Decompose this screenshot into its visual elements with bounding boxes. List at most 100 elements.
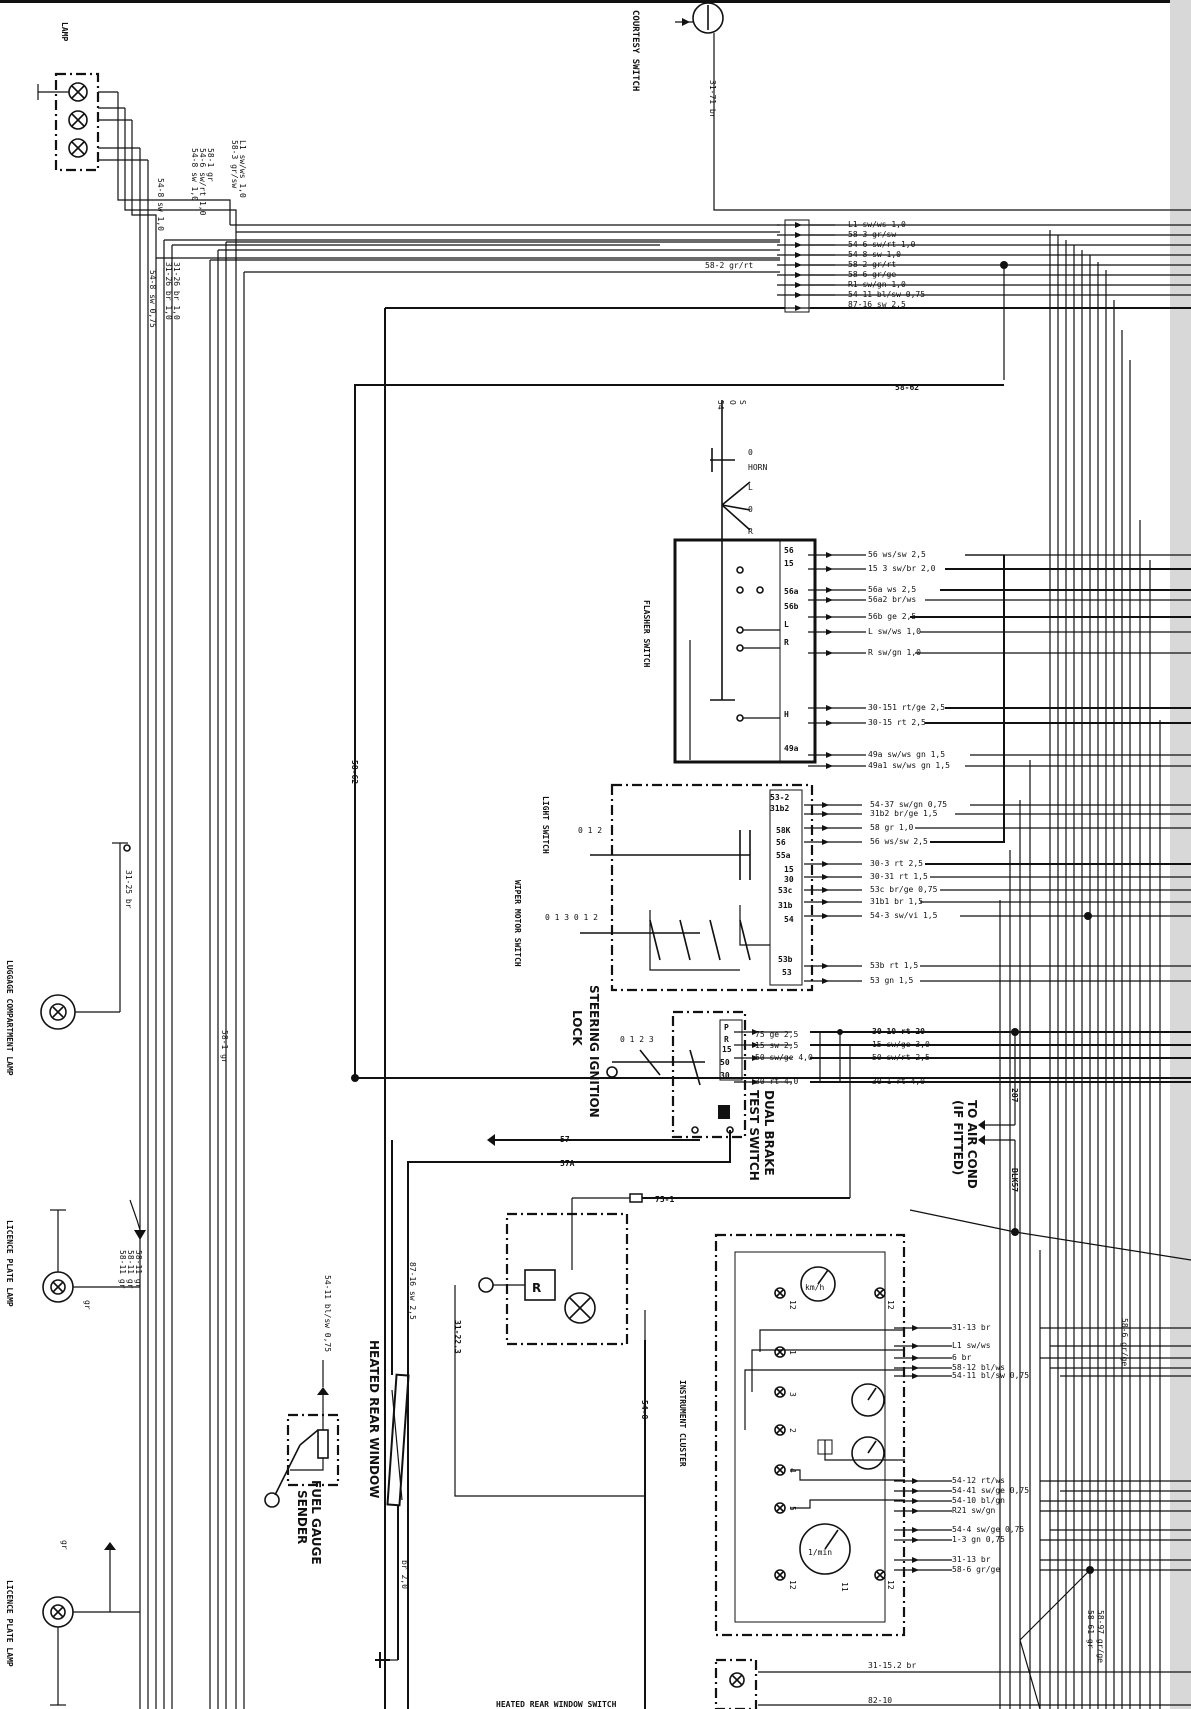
svg-text:31b1 br 1,5: 31b1 br 1,5 — [870, 897, 923, 906]
svg-text:58-61 gr: 58-61 gr — [1086, 1610, 1095, 1649]
instrument-cluster-label: INSTRUMENT CLUSTER — [678, 1380, 687, 1467]
svg-text:57A: 57A — [560, 1159, 575, 1168]
connector-arrow — [795, 272, 802, 278]
courtesy-switch: COURTESY SWITCH 31-71 br — [630, 2, 1191, 211]
steering-lock-label-2: LOCK — [570, 1010, 584, 1046]
svg-text:58-2 gr/rt: 58-2 gr/rt — [705, 261, 753, 270]
connector-arrow — [826, 552, 833, 558]
svg-text:58-97 gr/ge: 58-97 gr/ge — [1096, 1610, 1105, 1663]
svg-text:54-11 bl/sw 0,75: 54-11 bl/sw 0,75 — [952, 1371, 1029, 1380]
svg-text:56 ws/sw 2,5: 56 ws/sw 2,5 — [870, 837, 928, 846]
svg-text:31-26 br 1,0: 31-26 br 1,0 — [172, 262, 181, 320]
svg-text:56b: 56b — [784, 602, 799, 611]
svg-text:P: P — [724, 1023, 729, 1032]
svg-text:O: O — [728, 400, 737, 405]
connector-arrow — [795, 252, 802, 258]
svg-text:BLK57: BLK57 — [1010, 1168, 1019, 1192]
svg-text:54: 54 — [784, 915, 794, 924]
connector-arrow — [822, 887, 829, 893]
svg-text:57: 57 — [560, 1135, 570, 1144]
connector-arrow — [752, 1042, 759, 1048]
svg-text:15: 15 — [784, 865, 794, 874]
luggage-lamp-label: LUGGAGE COMPARTMENT LAMP — [5, 960, 14, 1076]
svg-text:58 gr 1,0: 58 gr 1,0 — [870, 823, 914, 832]
svg-text:31b: 31b — [778, 901, 793, 910]
svg-text:L: L — [748, 483, 753, 492]
svg-text:0: 0 — [748, 448, 753, 457]
top-wire-bundle: L1 sw/ws 1,0 58-3 gr/sw 54-6 sw/rt 1,0 5… — [350, 219, 1191, 1709]
connector-arrow — [912, 1343, 919, 1349]
svg-text:31-15.2 br: 31-15.2 br — [868, 1661, 916, 1670]
connector-arrow — [822, 802, 829, 808]
svg-text:56a: 56a — [784, 587, 799, 596]
fuel-gauge-sender: 54-11 bl/sw 0,75 FUEL GAUGE SENDER — [264, 1275, 340, 1565]
svg-text:12: 12 — [886, 1580, 895, 1590]
svg-text:15 sw 2,5: 15 sw 2,5 — [755, 1041, 799, 1050]
heated-window-switch-label: HEATED REAR WINDOW SWITCH — [496, 1700, 617, 1709]
svg-text:49a1 sw/ws gn 1,5: 49a1 sw/ws gn 1,5 — [868, 761, 950, 770]
top-border — [0, 0, 1191, 3]
svg-text:53: 53 — [782, 968, 792, 977]
connector-arrow — [826, 752, 833, 758]
connector-arrow — [826, 629, 833, 635]
svg-text:R: R — [724, 1035, 729, 1044]
steering-lock: P R 15 50 30 0 1 2 3 STEERING IGNITION L… — [570, 985, 1191, 1261]
connector-arrow — [912, 1373, 919, 1379]
svg-text:R21 sw/gn: R21 sw/gn — [952, 1506, 996, 1515]
svg-text:km/h: km/h — [805, 1283, 824, 1292]
connector-arrow — [912, 1508, 919, 1514]
svg-text:58-11 gr: 58-11 gr — [126, 1250, 135, 1289]
svg-text:54-6 sw/rt 1,0: 54-6 sw/rt 1,0 — [198, 148, 207, 216]
connector-arrow — [795, 282, 802, 288]
connector-arrow — [912, 1537, 919, 1543]
svg-text:12: 12 — [886, 1300, 895, 1310]
connector-arrow — [912, 1557, 919, 1563]
svg-text:58-6 gr/ge: 58-6 gr/ge — [952, 1565, 1000, 1574]
svg-text:30-151 rt/ge 2,5: 30-151 rt/ge 2,5 — [868, 703, 945, 712]
svg-text:30: 30 — [784, 875, 794, 884]
svg-text:6 br: 6 br — [952, 1353, 971, 1362]
connector-arrow — [912, 1527, 919, 1533]
svg-text:49a sw/ws gn 1,5: 49a sw/ws gn 1,5 — [868, 750, 945, 759]
light-switch-label: LIGHT SWITCH — [541, 796, 550, 854]
left-vertical-wires: L1 sw/ws 1,0 58-3 gr/sw 58-1 gr 54-6 sw/… — [117, 92, 780, 1709]
lamp-top-left: LAMP — [37, 22, 148, 172]
svg-text:58-1 gr: 58-1 gr — [220, 1030, 229, 1064]
fuel-gauge-label-2: SENDER — [295, 1490, 309, 1544]
svg-text:53c: 53c — [778, 886, 793, 895]
svg-text:54-8 sw 0,75: 54-8 sw 0,75 — [148, 270, 157, 328]
connector-arrow — [752, 1079, 759, 1085]
svg-text:58-11 gr: 58-11 gr — [118, 1250, 127, 1289]
licence-lamp-label-2: LICENCE PLATE LAMP — [5, 1580, 14, 1667]
connector-arrow — [822, 913, 829, 919]
svg-text:15: 15 — [722, 1045, 732, 1054]
svg-text:58-12 bl/ws: 58-12 bl/ws — [952, 1363, 1005, 1372]
svg-text:30 rt 4,0: 30 rt 4,0 — [755, 1077, 799, 1086]
svg-text:12: 12 — [788, 1300, 797, 1310]
svg-text:31b2: 31b2 — [770, 804, 789, 813]
right-scan-edge — [1170, 0, 1191, 1709]
connector-arrow — [826, 763, 833, 769]
connector-arrow — [912, 1488, 919, 1494]
licence-lamp-2: gr LICENCE PLATE LAMP — [5, 1540, 140, 1706]
licence-lamp-1: 58-11 gr 58-11 gr 58-11 gr gr LICENCE PL… — [5, 1199, 146, 1310]
svg-text:L1 sw/ws 1,0: L1 sw/ws 1,0 — [238, 140, 247, 198]
connector-arrow — [912, 1478, 919, 1484]
lamp-top-label: LAMP — [60, 22, 69, 41]
svg-text:0 1 2 3: 0 1 2 3 — [620, 1035, 654, 1044]
dual-brake-label-2: TEST SWITCH — [747, 1090, 761, 1181]
svg-text:54: 54 — [716, 400, 725, 410]
svg-text:31-13 br: 31-13 br — [952, 1323, 991, 1332]
connector-arrow — [752, 1055, 759, 1061]
flasher-switch-label: FLASHER SWITCH — [642, 600, 651, 668]
horn-stalk: S O 54 0 HORN L 0 R — [710, 400, 767, 560]
courtesy-switch-label: COURTESY SWITCH — [630, 10, 640, 91]
svg-text:30: 30 — [720, 1071, 730, 1080]
svg-text:53-2: 53-2 — [770, 793, 789, 802]
svg-text:R: R — [748, 527, 753, 536]
svg-text:br 2,0: br 2,0 — [400, 1560, 409, 1589]
svg-text:58-6 gr/ge: 58-6 gr/ge — [1120, 1318, 1129, 1366]
wires-57: 57 57A — [407, 1130, 731, 1709]
heated-window-switch: 31-15.2 br 82-10 HEATED REAR WINDOW SWIT… — [496, 1658, 1191, 1709]
